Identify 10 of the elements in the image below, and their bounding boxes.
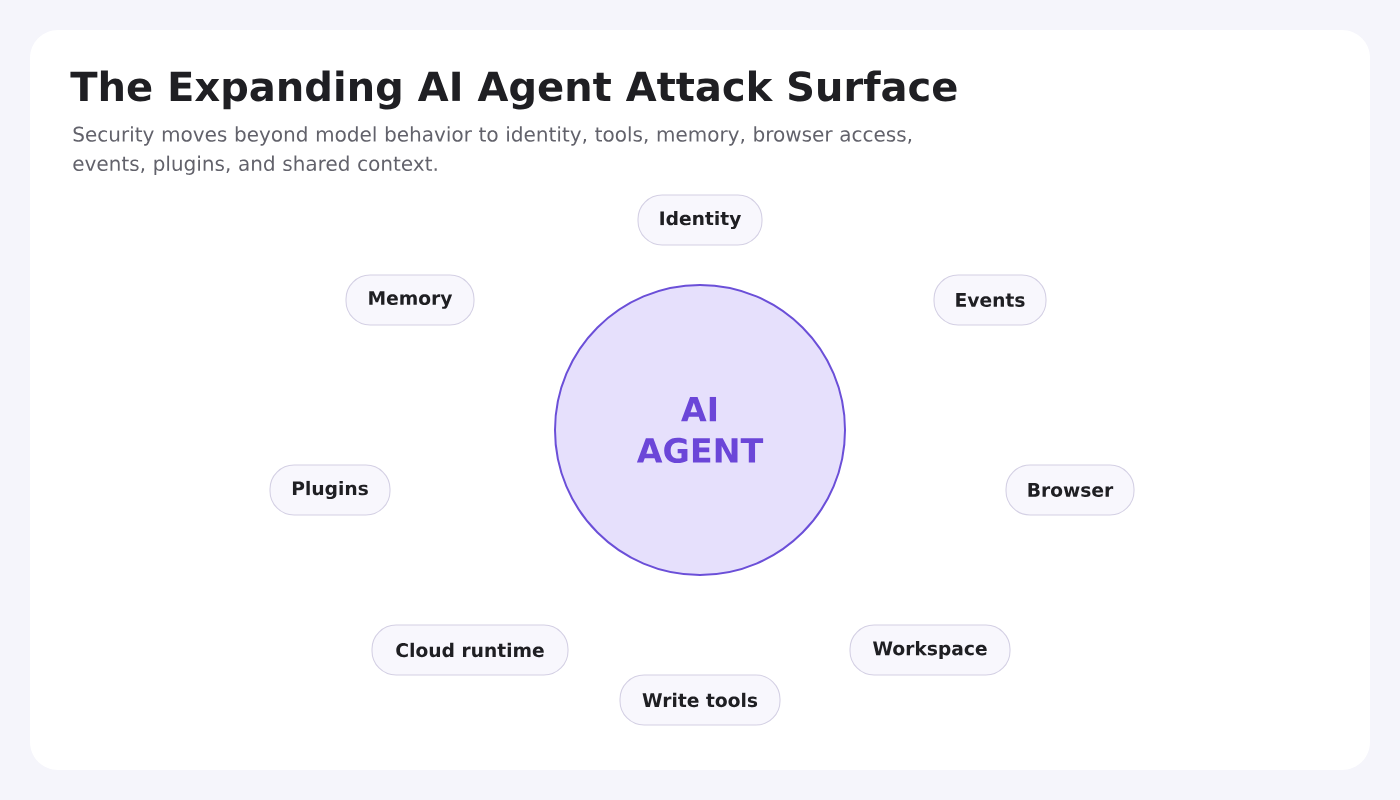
surface-pill: Plugins bbox=[269, 464, 391, 516]
surface-pill: Browser bbox=[1005, 464, 1135, 516]
surface-pill: Memory bbox=[345, 274, 475, 326]
surface-pill: Events bbox=[933, 274, 1047, 326]
title: The Expanding AI Agent Attack Surface bbox=[70, 70, 957, 110]
surface-pill: Workspace bbox=[849, 624, 1011, 676]
surface-pill: Identity bbox=[637, 194, 763, 246]
surface-pill: Write tools bbox=[619, 674, 781, 726]
surface-pill: Cloud runtime bbox=[371, 624, 569, 676]
subtitle: Security moves beyond model behavior to identity, tools, memory, browser access, events, plugins, and shared context. bbox=[73, 126, 912, 175]
